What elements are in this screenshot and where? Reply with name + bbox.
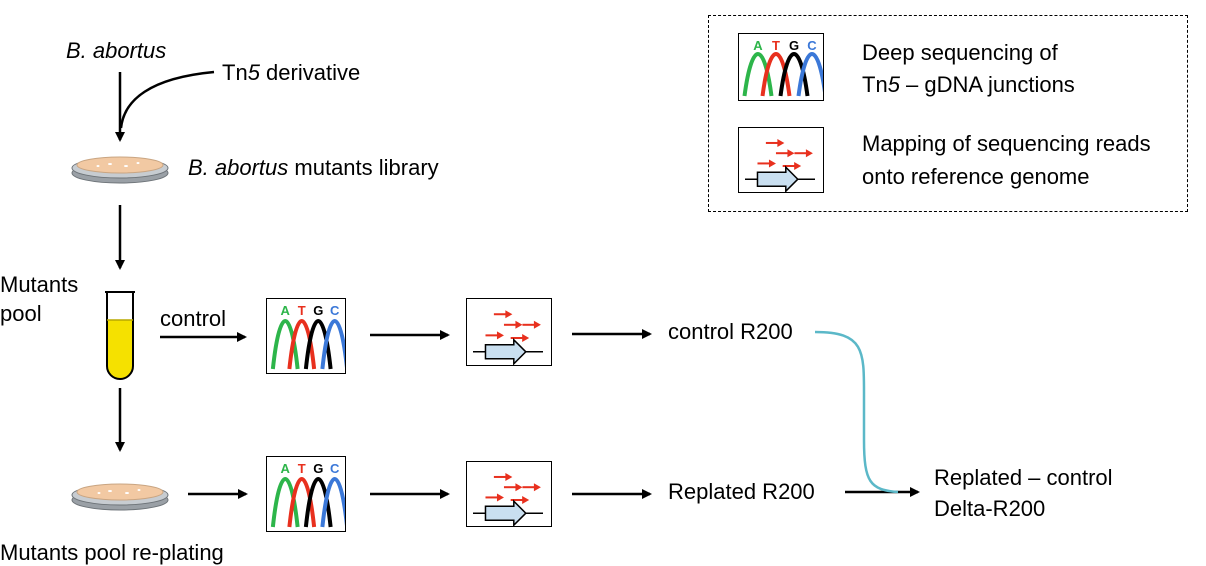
arrow-tn5-curve — [119, 70, 215, 129]
mapping-svg — [473, 310, 543, 365]
petri-dish-replate — [71, 483, 169, 511]
peak-C — [320, 319, 345, 370]
legend-seq-line2: Tn5 – gDNA junctions — [862, 72, 1075, 98]
mapping-icon-replated — [466, 461, 552, 527]
base-label-T: T — [298, 461, 306, 476]
label-pool: pool — [0, 301, 42, 326]
label-b-abortus: B. abortus — [66, 38, 167, 63]
peak-A — [270, 319, 300, 370]
peak-T — [287, 319, 317, 370]
read-arrow — [522, 483, 541, 492]
mapping-svg — [745, 138, 815, 192]
peak-C — [320, 477, 345, 528]
peak-C — [796, 52, 823, 97]
legend-seq-line1: Deep sequencing of — [862, 40, 1058, 65]
peak-T — [760, 52, 792, 97]
connector-control-to-delta — [814, 330, 899, 494]
base-label-A: A — [753, 38, 763, 53]
library-rest: mutants library — [288, 155, 439, 180]
peak-G — [303, 477, 333, 528]
base-label-A: A — [281, 461, 291, 476]
legend-tn-suffix: – gDNA junctions — [899, 72, 1075, 97]
read-arrow — [522, 320, 541, 329]
base-label-T: T — [298, 303, 306, 318]
read-arrow — [775, 149, 795, 158]
legend-mapping-icon — [738, 127, 824, 193]
read-arrow — [757, 159, 776, 168]
label-replated-r200: Replated R200 — [668, 479, 815, 504]
peak-A — [742, 52, 774, 97]
read-arrow — [765, 138, 785, 147]
base-label-G: G — [313, 303, 323, 318]
base-label-G: G — [789, 38, 799, 53]
test-tube-icon — [105, 291, 135, 380]
read-arrow — [493, 310, 513, 319]
read-arrow — [485, 493, 504, 502]
base-label-A: A — [281, 303, 291, 318]
legend-map-line2: onto reference genome — [862, 164, 1090, 189]
legend-tn-number: 5 — [887, 72, 900, 97]
label-mutants-library: B. abortus mutants library — [188, 155, 439, 181]
mapping-svg — [473, 472, 543, 526]
base-label-G: G — [313, 461, 323, 476]
gene-arrow — [484, 499, 527, 526]
tn5-prefix: Tn — [222, 60, 248, 85]
legend-tn-prefix: Tn — [862, 72, 888, 97]
petri-dish-library — [71, 156, 169, 184]
mapping-icon-control — [466, 298, 552, 366]
tn5-suffix: derivative — [259, 60, 361, 85]
label-mutants: Mutants — [0, 272, 79, 297]
base-label-T: T — [772, 38, 780, 53]
label-delta-line2: Delta-R200 — [934, 496, 1046, 521]
read-arrow — [485, 331, 504, 340]
legend-map-line1: Mapping of sequencing reads — [862, 131, 1151, 156]
peak-G — [303, 319, 333, 370]
library-species: B. abortus — [188, 155, 289, 180]
base-label-C: C — [330, 461, 340, 476]
read-arrow — [493, 472, 513, 481]
peak-A — [270, 477, 300, 528]
gene-arrow — [484, 337, 527, 365]
peak-T — [287, 477, 317, 528]
gene-arrow — [756, 165, 799, 192]
label-tn5-derivative: Tn5 derivative — [222, 60, 360, 86]
base-label-C: C — [330, 303, 340, 318]
read-arrow — [510, 334, 530, 342]
base-label-C: C — [807, 38, 817, 53]
label-control-r200: control R200 — [668, 319, 793, 344]
tn5-number: 5 — [247, 60, 260, 85]
label-delta-line1: Replated – control — [934, 465, 1113, 490]
read-arrow — [794, 149, 813, 158]
peak-G — [778, 52, 810, 97]
read-arrow — [503, 320, 523, 329]
label-control: control — [160, 306, 227, 331]
read-arrow — [503, 483, 523, 492]
legend-box — [708, 15, 1188, 212]
label-replating: Mutants pool re-plating — [0, 540, 224, 565]
